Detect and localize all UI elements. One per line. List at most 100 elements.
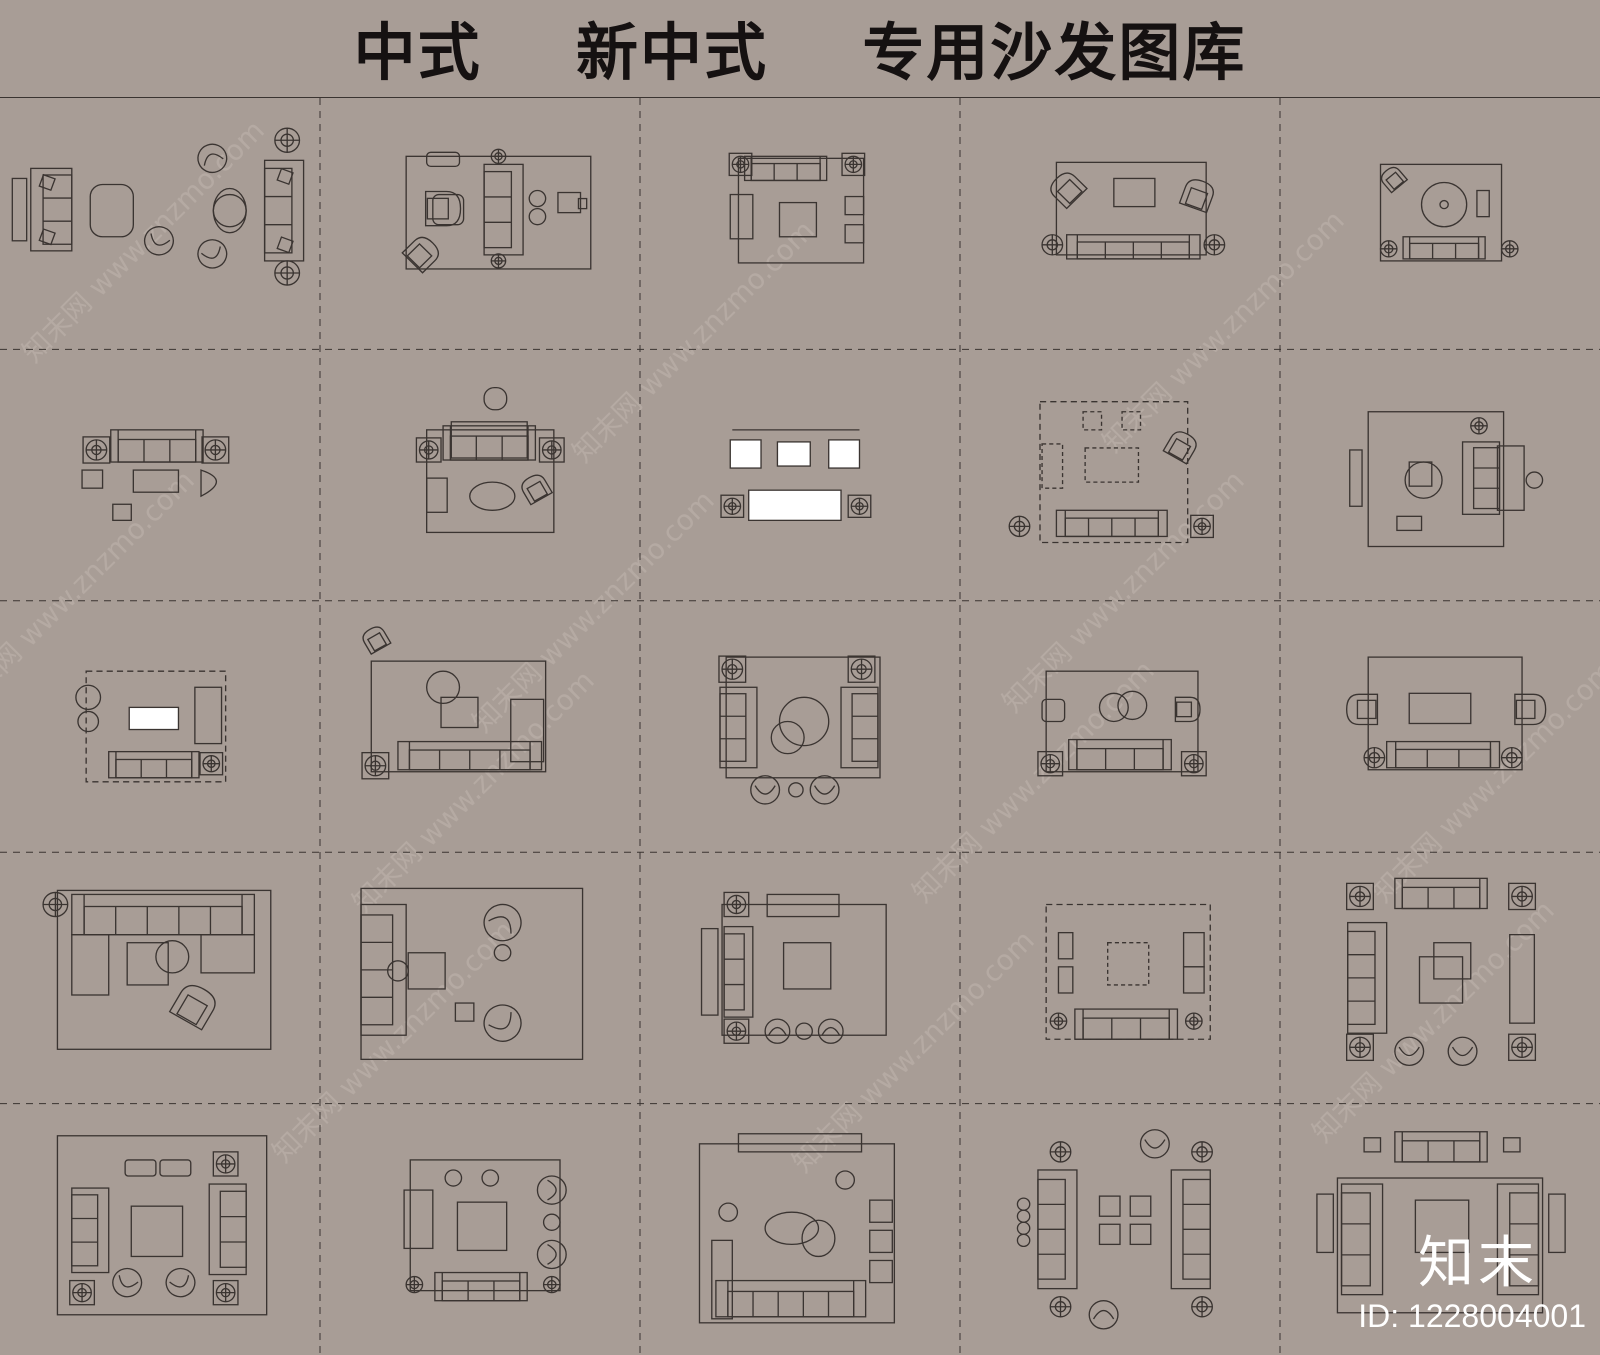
armchair-icon xyxy=(362,626,392,656)
coffee-table-icon xyxy=(128,706,180,731)
armchair-icon xyxy=(817,1018,844,1044)
floor-lamp-icon xyxy=(1180,750,1207,777)
armchair-icon xyxy=(1394,1036,1425,1067)
coffee-table-icon xyxy=(1084,447,1140,483)
armchair-icon xyxy=(1162,431,1197,465)
sofa-icon xyxy=(208,1183,247,1276)
floor-lamp-icon xyxy=(361,751,390,780)
floor-lamp-icon xyxy=(1008,515,1031,538)
rug-outline xyxy=(85,670,227,783)
floor-lamp-icon xyxy=(723,1018,750,1044)
sofa-icon xyxy=(1496,1183,1540,1296)
sofa-layout-plan-20 xyxy=(1346,877,1537,1067)
sofa-layout-plan-13 xyxy=(718,655,881,805)
plan-cells xyxy=(11,127,1566,1330)
armchair-icon xyxy=(536,1239,567,1270)
sofa-layout-plan-4 xyxy=(1041,161,1226,260)
sofa-layout-plan-25 xyxy=(1316,1131,1566,1314)
armchair-icon xyxy=(401,236,439,274)
armchair-icon xyxy=(112,1267,143,1298)
sofa-layout-plan-22 xyxy=(403,1159,567,1302)
sofa-icon xyxy=(1461,441,1501,515)
rug-outline xyxy=(56,1135,268,1316)
sofa-layout-plan-7 xyxy=(415,386,565,534)
floor-lamp-icon xyxy=(1037,750,1064,777)
rug-outline xyxy=(1336,1177,1544,1314)
sofa-icon xyxy=(1074,1008,1179,1040)
armchair-icon xyxy=(1514,693,1547,726)
sofa-icon xyxy=(1394,877,1488,910)
watermark-text: 知末网 www.znzmo.com xyxy=(16,114,271,369)
cushion-icon xyxy=(276,167,294,186)
sofa-layout-plan-1 xyxy=(11,127,305,286)
floor-lamp-icon xyxy=(1363,746,1386,769)
title-bar: 中式 新中式 专用沙发图库 xyxy=(0,0,1600,98)
armchair-icon xyxy=(1346,693,1379,726)
floor-lamp-icon xyxy=(1508,1033,1537,1062)
coffee-table-icon xyxy=(778,201,818,238)
sofa-icon xyxy=(397,740,543,771)
watermark-text: 知末网 www.znzmo.com xyxy=(346,664,601,919)
armchair-icon xyxy=(1139,1129,1170,1159)
sofa-layout-plan-10 xyxy=(1349,411,1544,548)
rug-outline xyxy=(1367,656,1523,771)
sofa-icon xyxy=(1347,921,1388,1034)
floor-lamp-icon xyxy=(199,751,224,776)
armchair-icon xyxy=(1174,696,1201,723)
coffee-table-icon xyxy=(132,469,180,493)
armchair-icon xyxy=(143,226,175,256)
sofa-icon xyxy=(1055,509,1168,538)
armchair-icon xyxy=(1088,1300,1119,1330)
rug-outline xyxy=(725,656,881,779)
armchair-icon xyxy=(1050,172,1088,210)
armchair-icon xyxy=(536,1175,567,1205)
armchair-icon xyxy=(165,1267,196,1298)
rug-outline xyxy=(698,1143,896,1324)
armchair-icon xyxy=(750,775,781,805)
watermark-text: 知末网 www.znzmo.com xyxy=(266,914,521,1169)
coffee-table-icon xyxy=(1414,1199,1470,1254)
sofa-layout-plan-2 xyxy=(401,148,592,274)
floor-lamp-icon xyxy=(69,1279,96,1306)
sofa-icon xyxy=(263,159,305,262)
sofa-layout-plan-21 xyxy=(56,1135,268,1316)
coffee-table-icon xyxy=(130,1205,184,1258)
sofa-icon xyxy=(1066,234,1201,260)
floor-lamp-icon xyxy=(841,152,866,177)
sofa-icon xyxy=(1037,1169,1078,1290)
floor-lamp-icon xyxy=(1379,240,1398,258)
armchair-icon xyxy=(483,903,522,942)
sofa-icon xyxy=(1340,1183,1384,1296)
armchair-icon xyxy=(1447,1036,1478,1067)
grid-lines xyxy=(0,98,1600,1355)
armchair-icon xyxy=(521,474,554,506)
rug-outline xyxy=(721,903,887,1036)
watermark-text: 知末网 www.znzmo.com xyxy=(1306,894,1561,1149)
sofa-layout-plan-11 xyxy=(75,670,227,783)
sofa-icon xyxy=(442,425,537,461)
sofa-layout-plan-24 xyxy=(1016,1129,1213,1330)
sofa-icon xyxy=(110,429,204,463)
floor-lamp-icon xyxy=(718,655,747,683)
floor-lamp-icon xyxy=(201,436,230,464)
rug-outline xyxy=(1055,161,1207,256)
floor-lamp-icon xyxy=(1191,1141,1213,1163)
sofa-icon xyxy=(715,1279,867,1318)
floor-lamp-icon xyxy=(723,891,750,918)
coffee-table-icon xyxy=(1408,692,1472,725)
sofa-icon xyxy=(360,903,407,1036)
rug-outline xyxy=(370,660,547,773)
watermark-text: 知末网 www.znzmo.com xyxy=(0,464,201,719)
sofa-icon xyxy=(483,163,524,256)
floor-lamp-icon xyxy=(274,127,301,153)
sofa-icon xyxy=(71,1187,110,1274)
armchair-icon xyxy=(424,190,462,227)
sofa-icon xyxy=(743,155,828,182)
sofa-icon xyxy=(1170,1169,1211,1290)
floor-lamp-icon xyxy=(1049,1012,1068,1030)
floor-lamp-icon xyxy=(274,260,301,286)
sofa-icon xyxy=(1402,236,1486,260)
